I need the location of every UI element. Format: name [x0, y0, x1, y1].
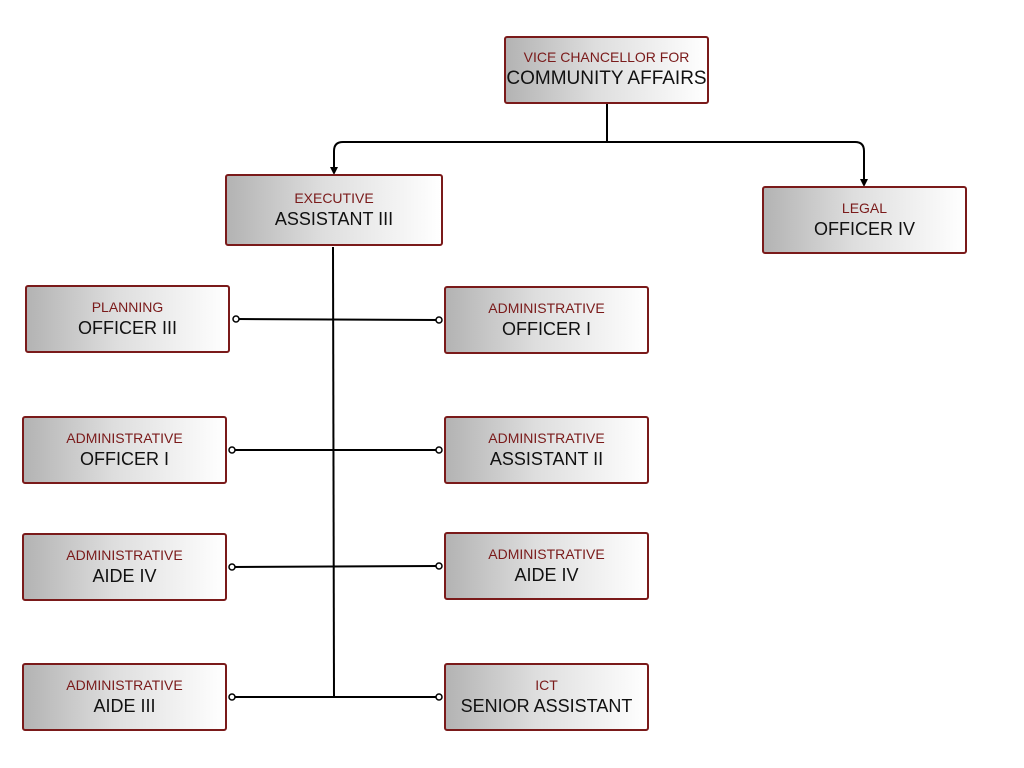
node-admin-aide-iii: ADMINISTRATIVE AIDE III [22, 663, 227, 731]
edge-root-legal [607, 141, 868, 187]
node-title: ADMINISTRATIVE [488, 299, 605, 316]
node-title: LEGAL [841, 199, 888, 216]
exec-connectors [231, 246, 440, 698]
node-position: OFFICER III [78, 317, 177, 338]
node-admin-officer-right: ADMINISTRATIVE OFFICER I [444, 286, 649, 354]
node-position: COMMUNITY AFFAIRS [506, 68, 707, 89]
node-admin-aide-iv-right: ADMINISTRATIVE AIDE IV [444, 532, 649, 600]
node-ict-senior-assistant: ICT SENIOR ASSISTANT [444, 663, 649, 731]
edge-root-exec [330, 141, 607, 175]
node-position: ASSISTANT III [274, 208, 394, 229]
dot-ict [435, 693, 443, 701]
dot-planning [232, 315, 240, 323]
node-vice-chancellor: VICE CHANCELLOR FOR COMMUNITY AFFAIRS [504, 36, 709, 104]
dot-ao1-left [228, 446, 236, 454]
root-connectors [330, 104, 868, 187]
node-title: ADMINISTRATIVE [488, 545, 605, 562]
edge-row-1 [235, 318, 440, 321]
node-position: SENIOR ASSISTANT [460, 695, 633, 716]
node-title: ADMINISTRATIVE [488, 429, 605, 446]
node-title: PLANNING [91, 298, 164, 315]
node-position: AIDE III [93, 695, 156, 716]
node-position: AIDE IV [92, 565, 157, 586]
node-position: OFFICER IV [813, 218, 915, 239]
node-title: ADMINISTRATIVE [66, 429, 183, 446]
node-title: VICE CHANCELLOR FOR [523, 49, 690, 66]
node-position: OFFICER I [80, 448, 169, 469]
node-title: ICT [535, 676, 558, 693]
node-title: ADMINISTRATIVE [66, 546, 183, 563]
dot-aa2 [435, 446, 443, 454]
node-admin-aide-iv-left: ADMINISTRATIVE AIDE IV [22, 533, 227, 601]
node-position: OFFICER I [502, 318, 591, 339]
connector-dots [228, 315, 443, 701]
dot-aide4-left [228, 563, 236, 571]
edge-exec-spine [332, 246, 335, 698]
dot-aide4-right [435, 562, 443, 570]
node-position: ASSISTANT II [489, 448, 604, 469]
node-position: AIDE IV [514, 564, 579, 585]
node-executive-assistant: EXECUTIVE ASSISTANT III [225, 174, 443, 246]
dot-aide3 [228, 693, 236, 701]
node-title: EXECUTIVE [294, 189, 374, 206]
node-legal-officer: LEGAL OFFICER IV [762, 186, 967, 254]
dot-ao1-right [435, 316, 443, 324]
node-title: ADMINISTRATIVE [66, 676, 183, 693]
edge-row-3 [231, 565, 440, 568]
node-admin-assistant: ADMINISTRATIVE ASSISTANT II [444, 416, 649, 484]
node-admin-officer-left: ADMINISTRATIVE OFFICER I [22, 416, 227, 484]
node-planning-officer: PLANNING OFFICER III [25, 285, 230, 353]
